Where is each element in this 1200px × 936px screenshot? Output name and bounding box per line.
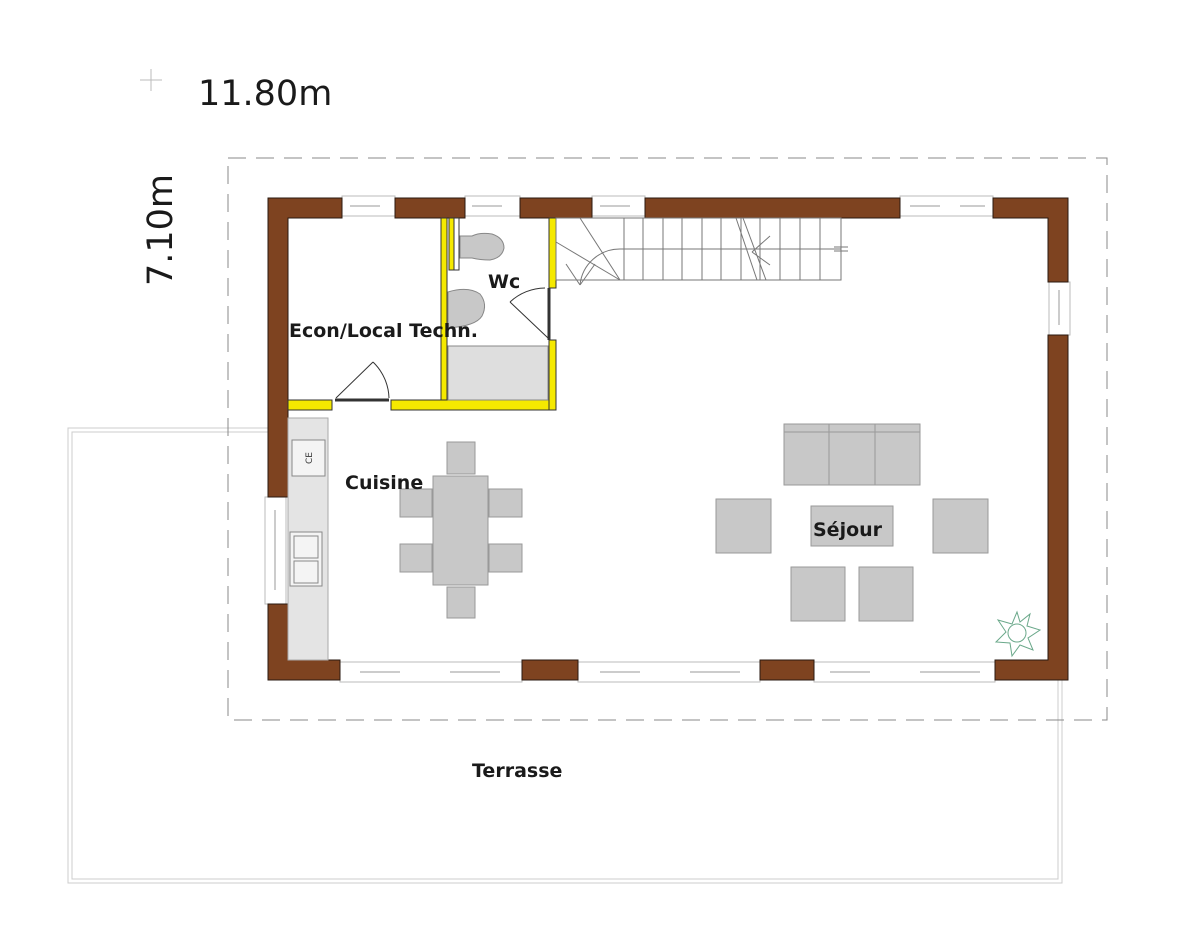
sink-icon <box>289 531 323 587</box>
room-label-cuisine: Cuisine <box>345 472 423 494</box>
toilet-icon <box>459 232 505 261</box>
ce-label: CE <box>305 452 315 464</box>
origin-cross-icon <box>140 69 162 91</box>
staircase[interactable] <box>555 217 848 286</box>
shower-tray <box>447 345 549 401</box>
interior-partitions <box>287 217 557 411</box>
door-wc[interactable] <box>509 287 551 340</box>
living-set <box>715 423 989 622</box>
terrace-outline <box>67 427 1063 884</box>
exterior-walls <box>267 197 1069 681</box>
room-label-sejour: Séjour <box>813 519 883 541</box>
width-dimension: 11.80m <box>198 74 332 114</box>
depth-dimension: 7.10m <box>141 174 181 286</box>
fridge-ce <box>291 439 326 477</box>
boiler-icon <box>447 288 486 329</box>
plant-icon <box>994 610 1042 658</box>
dining-set <box>399 441 523 619</box>
room-label-econ: Econ/Local Techn. <box>289 320 478 342</box>
room-label-terrasse: Terrasse <box>472 760 562 782</box>
room-label-wc: Wc <box>488 271 520 293</box>
door-econ[interactable] <box>335 361 390 402</box>
windows <box>264 195 1071 683</box>
roof-outline <box>227 157 1108 721</box>
